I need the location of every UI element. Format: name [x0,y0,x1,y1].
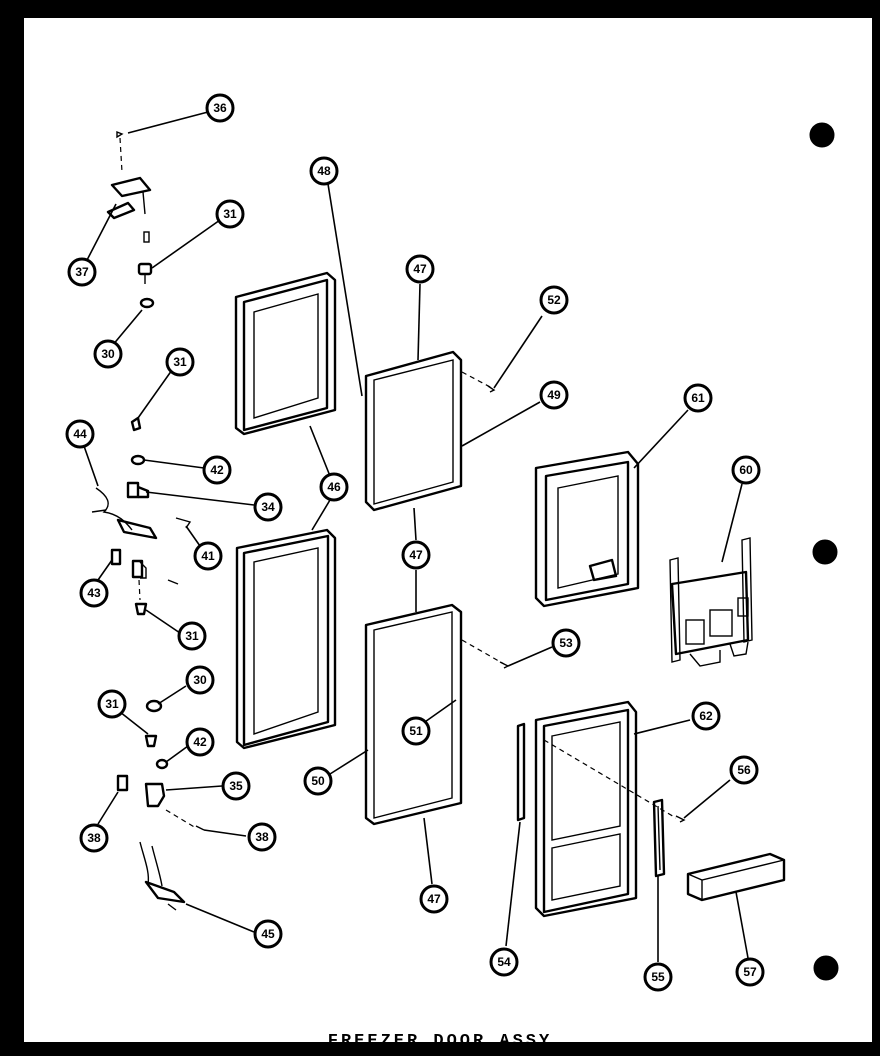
svg-text:45: 45 [261,927,275,941]
part-trim-strip-54 [516,722,526,822]
callout-43: 43 [79,578,109,608]
svg-text:31: 31 [105,697,119,711]
svg-text:47: 47 [427,892,441,906]
part-control-bracket-60 [669,537,753,667]
part-lower-door-panel-50 [364,603,510,826]
callout-42-upper: 42 [202,455,232,485]
callout-30-bottom: 30 [185,665,215,695]
svg-text:31: 31 [173,355,187,369]
callout-52: 52 [539,285,569,315]
svg-text:41: 41 [201,549,215,563]
svg-text:46: 46 [327,480,341,494]
svg-text:43: 43 [87,586,101,600]
callout-47-bottom: 47 [419,884,449,914]
callout-46: 46 [319,472,349,502]
part-trim-strip-55 [652,798,666,878]
svg-text:51: 51 [409,724,423,738]
svg-text:49: 49 [547,388,561,402]
svg-text:55: 55 [651,970,665,984]
callout-56: 56 [729,755,759,785]
callout-45: 45 [253,919,283,949]
callout-61: 61 [683,383,713,413]
part-upper-inner-liner-61 [534,450,640,608]
callout-37: 37 [67,257,97,287]
callout-group: 36 37 31 30 31 44 42 34 41 43 31 30 31 4… [65,93,765,992]
callout-49: 49 [539,380,569,410]
callout-51: 51 [401,716,431,746]
svg-text:47: 47 [409,548,423,562]
callout-42-lower: 42 [185,727,215,757]
svg-text:50: 50 [311,774,325,788]
callout-31-lower-mid: 31 [177,621,207,651]
callout-34: 34 [253,492,283,522]
part-lower-door-frame-46 [235,528,337,750]
part-screw-56 [675,815,686,823]
part-hinge-screw-36 [116,130,124,173]
svg-text:42: 42 [210,463,224,477]
binder-hole-top [809,122,835,148]
svg-text:36: 36 [213,101,227,115]
callout-31-bottom: 31 [97,689,127,719]
svg-text:57: 57 [743,965,757,979]
callout-44: 44 [65,419,95,449]
svg-text:31: 31 [185,629,199,643]
svg-text:56: 56 [737,763,751,777]
svg-text:35: 35 [229,779,243,793]
svg-text:44: 44 [73,427,87,441]
callout-57: 57 [735,957,765,987]
callout-62: 62 [691,701,721,731]
part-shelf-bar-57 [686,852,786,902]
svg-text:52: 52 [547,293,561,307]
binder-hole-middle [812,539,838,565]
diagram-sheet: 36 37 31 30 31 44 42 34 41 43 31 30 31 4… [24,18,872,1042]
svg-text:42: 42 [193,735,207,749]
binder-hole-bottom [813,955,839,981]
callout-47-middle: 47 [401,540,431,570]
part-bushing-31-top [137,262,153,284]
svg-text:31: 31 [223,207,237,221]
part-center-hinge-assembly [91,416,192,616]
svg-text:54: 54 [497,955,511,969]
diagram-title: FREEZER DOOR ASSY [327,1032,553,1051]
svg-text:37: 37 [75,265,89,279]
callout-36: 36 [205,93,235,123]
callout-38-right: 38 [247,822,277,852]
callout-30-top: 30 [93,339,123,369]
callout-50: 50 [303,766,333,796]
callout-55: 55 [643,962,673,992]
callout-31-top: 31 [215,199,245,229]
leader-lines [83,111,749,962]
exploded-parts-diagram: 36 37 31 30 31 44 42 34 41 43 31 30 31 4… [65,93,839,992]
svg-text:48: 48 [317,164,331,178]
part-bottom-hinge-assembly [116,699,205,911]
svg-text:61: 61 [691,391,705,405]
svg-text:34: 34 [261,500,275,514]
part-upper-door-frame-46 [234,271,337,436]
svg-text:47: 47 [413,262,427,276]
callout-47-top: 47 [405,254,435,284]
svg-text:38: 38 [255,830,269,844]
svg-text:60: 60 [739,463,753,477]
svg-text:38: 38 [87,831,101,845]
svg-text:62: 62 [699,709,713,723]
callout-38-left: 38 [79,823,109,853]
callout-60: 60 [731,455,761,485]
svg-text:30: 30 [193,673,207,687]
callout-54: 54 [489,947,519,977]
callout-48: 48 [309,156,339,186]
part-top-hinge-37 [106,176,152,243]
svg-text:53: 53 [559,636,573,650]
callout-41: 41 [193,541,223,571]
part-washer-30-top [139,297,155,309]
callout-53: 53 [551,628,581,658]
part-upper-door-panel-49 [364,350,496,512]
callout-31-upper-mid: 31 [165,347,195,377]
svg-text:30: 30 [101,347,115,361]
callout-35: 35 [221,771,251,801]
